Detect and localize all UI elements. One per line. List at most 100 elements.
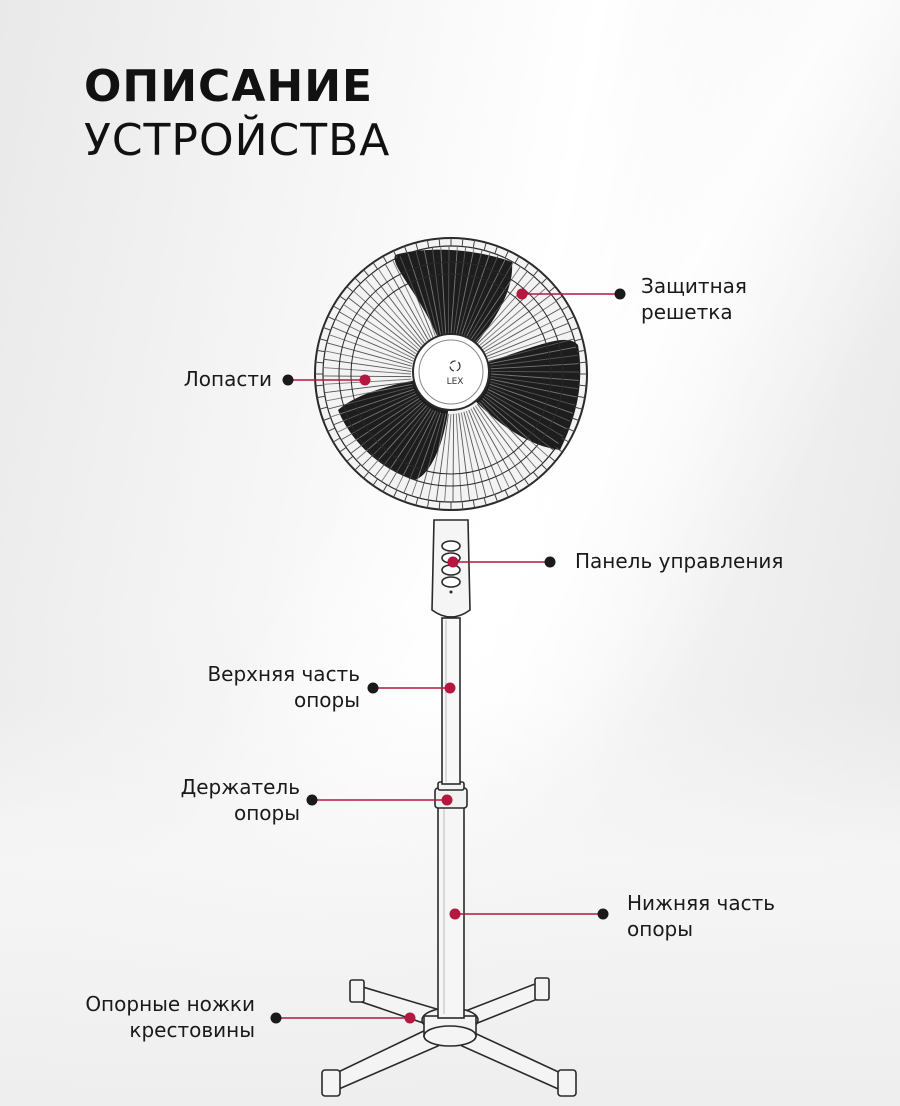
rim-tick	[327, 316, 336, 321]
grille-wire	[350, 400, 422, 454]
label-guard-line-2: решетка	[641, 300, 733, 324]
rim-tick	[415, 242, 419, 251]
callout-dot-pole-holder	[306, 794, 318, 806]
grille-wire	[488, 338, 575, 362]
rim-tick	[561, 437, 570, 443]
brand-logo: LEX	[447, 360, 463, 387]
label-upper-pole: Верхняя часть опоры	[150, 661, 360, 713]
grille-wire	[465, 410, 495, 495]
rim-tick	[339, 447, 347, 453]
rim-tick	[363, 269, 370, 277]
grille-wire	[447, 246, 450, 335]
grille-wire	[403, 411, 439, 494]
label-upper-pole-line-1: Верхняя часть	[207, 662, 360, 686]
label-lower-pole-line-2: опоры	[627, 917, 694, 941]
page-title: ОПИСАНИЕ УСТРОЙСТВА	[84, 60, 390, 168]
callout-marker-lower-pole	[449, 908, 461, 920]
grille-wire	[427, 413, 447, 501]
grille-wire	[463, 254, 499, 337]
grille-wire	[411, 412, 442, 496]
grille-wire	[392, 259, 432, 340]
rim-tick	[315, 361, 324, 364]
fan-head: LEX	[314, 237, 588, 511]
grille-wire	[324, 381, 412, 394]
grille-wire	[336, 393, 417, 433]
rim-tick	[438, 501, 441, 510]
rim-tick	[548, 455, 556, 462]
grille-wire	[455, 413, 462, 502]
callout-lines	[270, 288, 626, 1024]
grille-wire	[327, 386, 414, 410]
grille-wire	[463, 411, 487, 498]
grille-wire	[458, 249, 483, 335]
callout-dot-cross-legs	[270, 1012, 282, 1024]
callout-dot-control-panel	[544, 556, 556, 568]
label-pole-holder-line-2: опоры	[233, 801, 300, 825]
rim-tick	[461, 238, 464, 247]
guard-grille	[315, 238, 587, 510]
grille-wire	[423, 248, 442, 336]
grille-wire	[407, 253, 437, 338]
grille-wire	[345, 397, 420, 448]
grille-wire	[323, 358, 412, 372]
rim-tick	[346, 455, 354, 462]
rim-tick	[571, 327, 579, 331]
grille-wire	[485, 393, 559, 444]
grille-wire	[367, 405, 427, 472]
rim-tick	[541, 277, 548, 284]
rim-tick	[323, 327, 331, 331]
rim-tick	[504, 250, 509, 259]
grille-wire	[490, 373, 579, 381]
grille-wire	[482, 398, 549, 458]
rim-tick	[461, 501, 464, 510]
grille-wire	[484, 307, 562, 353]
grille-wire	[490, 363, 579, 370]
title-line-1: ОПИСАНИЕ	[84, 61, 374, 112]
rim-tick	[426, 499, 430, 509]
grille-wire	[475, 276, 535, 343]
grille-wire	[490, 381, 576, 406]
rim-tick	[323, 417, 331, 421]
grille-wire	[455, 247, 475, 335]
rim-tick	[438, 238, 441, 247]
rim-tick	[576, 395, 586, 399]
rim-tick	[426, 239, 430, 249]
rim-tick	[354, 464, 361, 471]
rim-tick	[415, 497, 419, 506]
rim-tick	[404, 494, 408, 502]
grille-wire	[361, 403, 425, 467]
rim-tick	[555, 447, 563, 453]
grille-wire	[483, 395, 555, 451]
grille-wire	[371, 273, 425, 345]
rim-tick	[382, 255, 388, 264]
label-cross-legs-line-1: Опорные ножки	[85, 992, 255, 1016]
control-panel	[431, 519, 471, 618]
rim-tick	[332, 305, 341, 311]
callout-marker-control-panel	[447, 556, 459, 568]
cross-base	[321, 977, 577, 1097]
grille-wire	[435, 413, 449, 502]
label-blades: Лопасти	[130, 366, 272, 392]
grille-wire	[486, 322, 569, 357]
rim-tick	[327, 427, 336, 432]
rim-tick	[316, 395, 326, 399]
grille-wire	[388, 409, 434, 487]
rim-tick	[339, 295, 347, 301]
rim-tick	[532, 269, 539, 277]
label-blades-line-1: Лопасти	[183, 367, 272, 391]
grille-wire	[460, 252, 491, 336]
rim-tick	[566, 316, 575, 321]
grille-wire	[490, 378, 578, 398]
grille-wire	[458, 413, 471, 501]
grille-wire	[444, 413, 452, 502]
callout-dot-guard	[614, 288, 626, 300]
title-line-2: УСТРОЙСТВА	[84, 115, 391, 166]
callout-dot-blades	[282, 374, 294, 386]
grille-wire	[480, 400, 544, 464]
grille-wire	[460, 412, 479, 500]
grille-wire	[415, 250, 439, 337]
grille-wire	[343, 304, 417, 355]
callout-marker-guard	[516, 288, 528, 300]
grille-wire	[358, 284, 422, 348]
